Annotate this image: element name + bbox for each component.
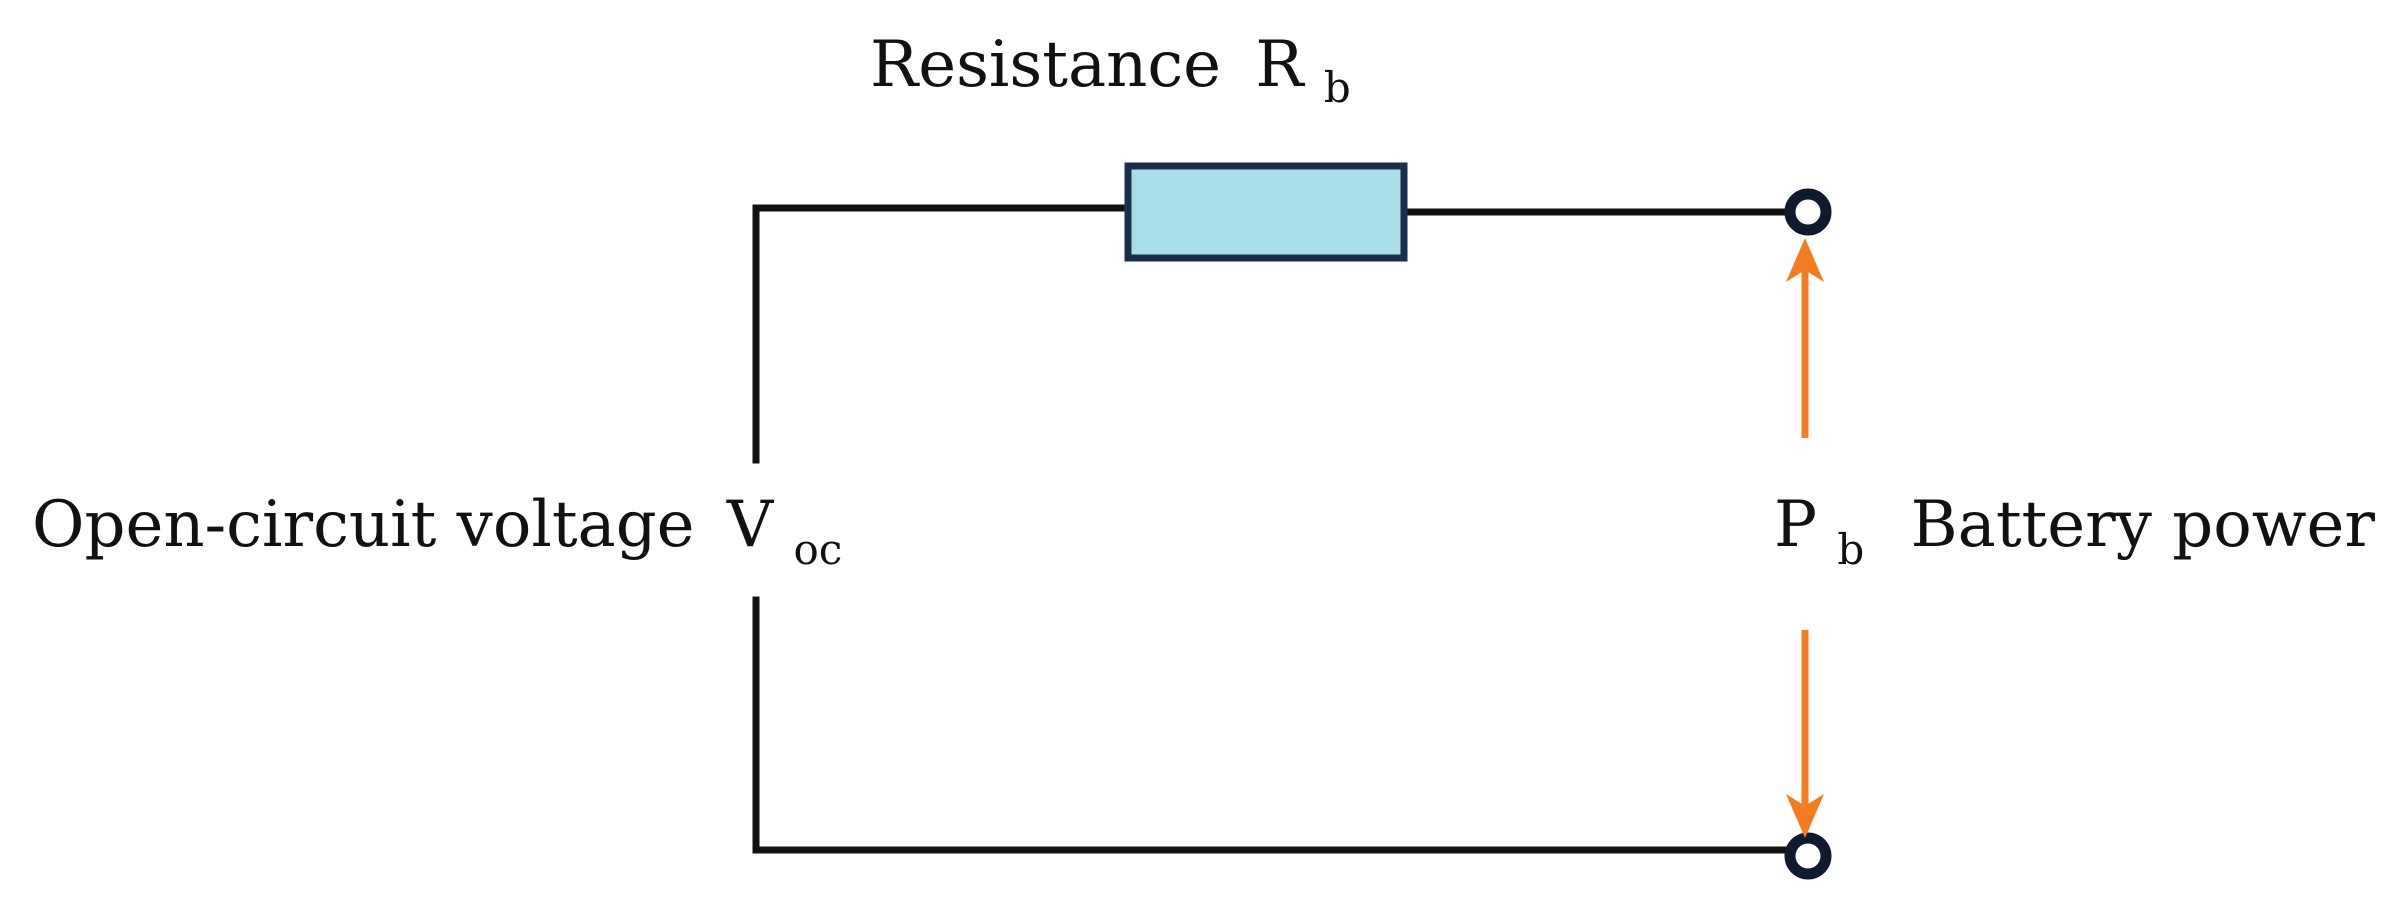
power-label-text: Battery power — [1911, 488, 2376, 562]
resistance-subscript: b — [1324, 63, 1351, 112]
resistor — [1124, 162, 1408, 262]
wires — [752, 204, 1794, 854]
resistance-symbol: R — [1255, 28, 1305, 102]
bottom-terminal — [1784, 832, 1832, 880]
power-label: P b Battery power — [1774, 488, 2375, 580]
voltage-label-text: Open-circuit voltage — [32, 488, 695, 562]
power-subscript: b — [1837, 525, 1864, 574]
top-terminal — [1784, 188, 1832, 236]
voltage-subscript: oc — [793, 525, 842, 574]
power-symbol: P — [1774, 488, 1817, 562]
resistance-label: Resistance R b — [870, 28, 1351, 112]
arrowhead-down — [1786, 794, 1824, 838]
voltage-label: Open-circuit voltage V oc — [32, 488, 842, 574]
arrowhead-up — [1786, 238, 1824, 282]
resistance-label-text: Resistance — [870, 28, 1221, 102]
voltage-symbol: V — [726, 488, 775, 562]
